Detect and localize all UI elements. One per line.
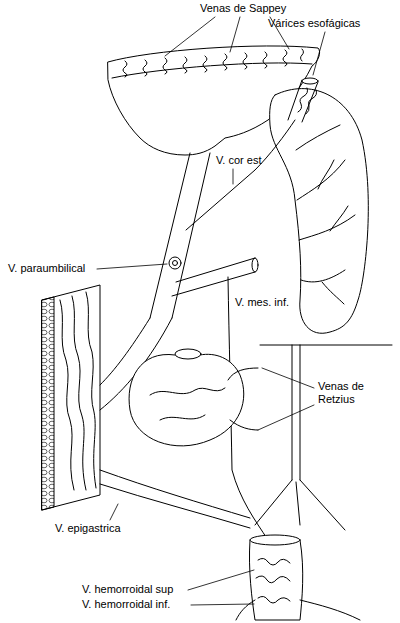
esophagus-varices xyxy=(302,78,318,84)
vena-cava xyxy=(255,345,392,530)
leader-line xyxy=(165,17,215,56)
esophagus-varices xyxy=(298,88,317,114)
epigastric-vein xyxy=(100,470,250,528)
sappey-veins xyxy=(223,54,227,70)
sappey-veins xyxy=(163,58,167,74)
intestine xyxy=(129,349,258,446)
abdominal-wall xyxy=(86,292,96,488)
leader-line xyxy=(262,368,314,388)
intestine xyxy=(228,368,258,430)
anatomy-label: V. mes. inf. xyxy=(235,296,289,309)
vena-cava xyxy=(260,345,392,346)
sappey-veins xyxy=(301,49,304,61)
leader-line xyxy=(97,264,167,269)
vena-cava xyxy=(255,480,345,530)
leader-line xyxy=(188,570,254,590)
portal-vein xyxy=(169,257,181,269)
leader-line xyxy=(313,32,325,75)
leader-line xyxy=(110,504,118,520)
intestine xyxy=(129,354,244,446)
anatomy-label: Venas de Sappey xyxy=(200,2,286,15)
splenic-vein xyxy=(172,258,255,296)
abdominal-wall xyxy=(42,297,54,510)
anatomy-label: V. hemorroidal inf. xyxy=(82,598,170,611)
anatomy-label: Venas de Retzius xyxy=(318,380,376,406)
stomach xyxy=(299,206,355,240)
portal-vein xyxy=(173,261,178,266)
rectum xyxy=(250,535,300,545)
liver xyxy=(112,63,312,78)
anatomy-label: Várices esofágicas xyxy=(268,17,360,30)
anatomy-label: V. cor est xyxy=(216,154,261,167)
sappey-veins xyxy=(243,53,247,69)
stomach xyxy=(297,160,345,200)
splenic-vein xyxy=(252,258,258,272)
leader-line xyxy=(233,169,234,184)
intestine xyxy=(175,349,201,359)
sappey-veins xyxy=(123,61,127,77)
sappey-veins xyxy=(203,56,207,72)
sappey-veins xyxy=(283,50,287,66)
vena-cava xyxy=(292,345,300,480)
coronary-vein xyxy=(186,120,295,230)
anatomy-label: V. paraumbilical xyxy=(8,262,85,275)
abdominal-wall xyxy=(60,300,74,490)
stomach xyxy=(296,125,340,150)
sappey-veins xyxy=(263,52,267,68)
anatomy-label: V. hemorroidal sup xyxy=(82,583,173,596)
esophagus-varices xyxy=(288,80,318,122)
rectum xyxy=(249,540,302,620)
abdominal-wall xyxy=(72,296,86,490)
rectum xyxy=(256,558,290,603)
stomach xyxy=(301,270,345,304)
anatomy-label: V. epigastrica xyxy=(55,522,121,535)
leader-line xyxy=(191,604,254,605)
leader-line xyxy=(97,17,325,605)
intestine xyxy=(150,388,225,420)
sappey-veins xyxy=(123,49,304,77)
leader-line xyxy=(258,405,314,430)
sappey-veins xyxy=(143,60,147,76)
abdominal-wall xyxy=(42,285,100,510)
rectum xyxy=(236,535,360,620)
esophagus-varices xyxy=(288,78,318,122)
leader-line xyxy=(230,17,240,52)
rectum xyxy=(236,600,360,620)
abdominal-wall xyxy=(42,285,100,510)
sappey-veins xyxy=(183,57,187,73)
splenic-vein xyxy=(172,258,258,296)
